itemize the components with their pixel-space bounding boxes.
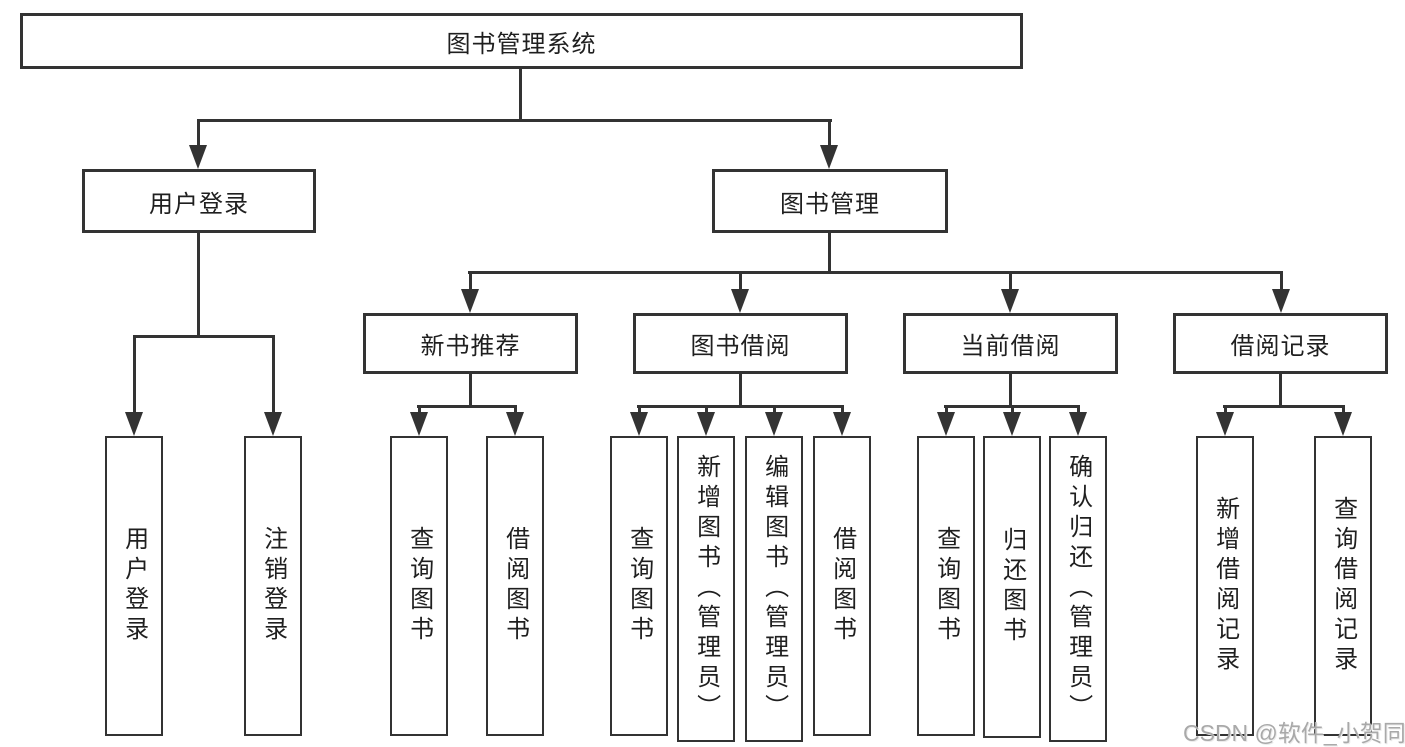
connector-line <box>739 271 742 291</box>
connector-line <box>514 405 517 415</box>
node-borrowing-records: 借阅记录 <box>1173 313 1388 374</box>
leaf-confirm-return-admin: 确认归还（管理员） <box>1049 436 1107 742</box>
leaf-borrow-query-books: 查询图书 <box>610 436 668 736</box>
arrowhead-down <box>125 412 143 436</box>
arrowhead-down <box>1069 412 1087 436</box>
leaf-borrow-book: 借阅图书 <box>813 436 871 736</box>
connector-line <box>828 119 831 148</box>
leaf-rec-query-books: 查询图书 <box>390 436 448 736</box>
connector-line <box>1280 271 1283 291</box>
connector-line <box>468 271 1283 274</box>
connector-line <box>197 119 832 122</box>
leaf-add-borrow-record: 新增借阅记录 <box>1196 436 1254 736</box>
connector-line <box>1011 405 1014 415</box>
node-book-borrowing: 图书借阅 <box>633 313 848 374</box>
connector-line <box>1223 405 1345 408</box>
connector-line <box>469 374 472 407</box>
arrowhead-down <box>461 289 479 313</box>
arrowhead-down <box>630 412 648 436</box>
connector-line <box>469 271 472 291</box>
connector-line <box>197 119 200 148</box>
arrowhead-down <box>697 412 715 436</box>
connector-line <box>1224 405 1227 415</box>
connector-line <box>1009 271 1012 291</box>
leaf-rec-borrow-books: 借阅图书 <box>486 436 544 736</box>
connector-line <box>1009 374 1012 407</box>
leaf-edit-book-admin: 编辑图书（管理员） <box>745 436 803 742</box>
leaf-current-query-books: 查询图书 <box>917 436 975 736</box>
node-user-login: 用户登录 <box>82 169 316 233</box>
arrowhead-down <box>1334 412 1352 436</box>
connector-line <box>945 405 948 415</box>
connector-line <box>637 405 844 408</box>
arrowhead-down <box>506 412 524 436</box>
connector-line <box>739 374 742 407</box>
connector-line <box>417 405 517 408</box>
leaf-add-book-admin: 新增图书（管理员） <box>677 436 735 742</box>
arrowhead-down <box>189 145 207 169</box>
connector-line <box>638 405 641 415</box>
arrowhead-down <box>1272 289 1290 313</box>
arrowhead-down <box>765 412 783 436</box>
leaf-logout: 注销登录 <box>244 436 302 736</box>
connector-line <box>1279 374 1282 407</box>
node-current-borrowing: 当前借阅 <box>903 313 1118 374</box>
node-library-management-system: 图书管理系统 <box>20 13 1023 69</box>
arrowhead-down <box>264 412 282 436</box>
node-new-book-recommend: 新书推荐 <box>363 313 578 374</box>
node-book-management: 图书管理 <box>712 169 948 233</box>
connector-line <box>705 405 708 415</box>
connector-line <box>841 405 844 415</box>
connector-line <box>1077 405 1080 415</box>
leaf-return-book: 归还图书 <box>983 436 1041 738</box>
connector-line <box>133 335 275 338</box>
connector-line <box>1342 405 1345 415</box>
watermark: CSDN @软件_小贺同学 <box>1183 720 1405 746</box>
connector-line <box>519 69 522 122</box>
arrowhead-down <box>937 412 955 436</box>
arrowhead-down <box>833 412 851 436</box>
arrowhead-down <box>820 145 838 169</box>
arrowhead-down <box>731 289 749 313</box>
leaf-query-borrow-record: 查询借阅记录 <box>1314 436 1372 736</box>
connector-line <box>197 233 200 337</box>
connector-line <box>828 233 831 273</box>
arrowhead-down <box>1003 412 1021 436</box>
arrowhead-down <box>1216 412 1234 436</box>
leaf-user-login: 用户登录 <box>105 436 163 736</box>
connector-line <box>418 405 421 415</box>
arrowhead-down <box>410 412 428 436</box>
connector-line <box>773 405 776 415</box>
arrowhead-down <box>1001 289 1019 313</box>
connector-line <box>133 335 136 414</box>
connector-line <box>272 335 275 414</box>
